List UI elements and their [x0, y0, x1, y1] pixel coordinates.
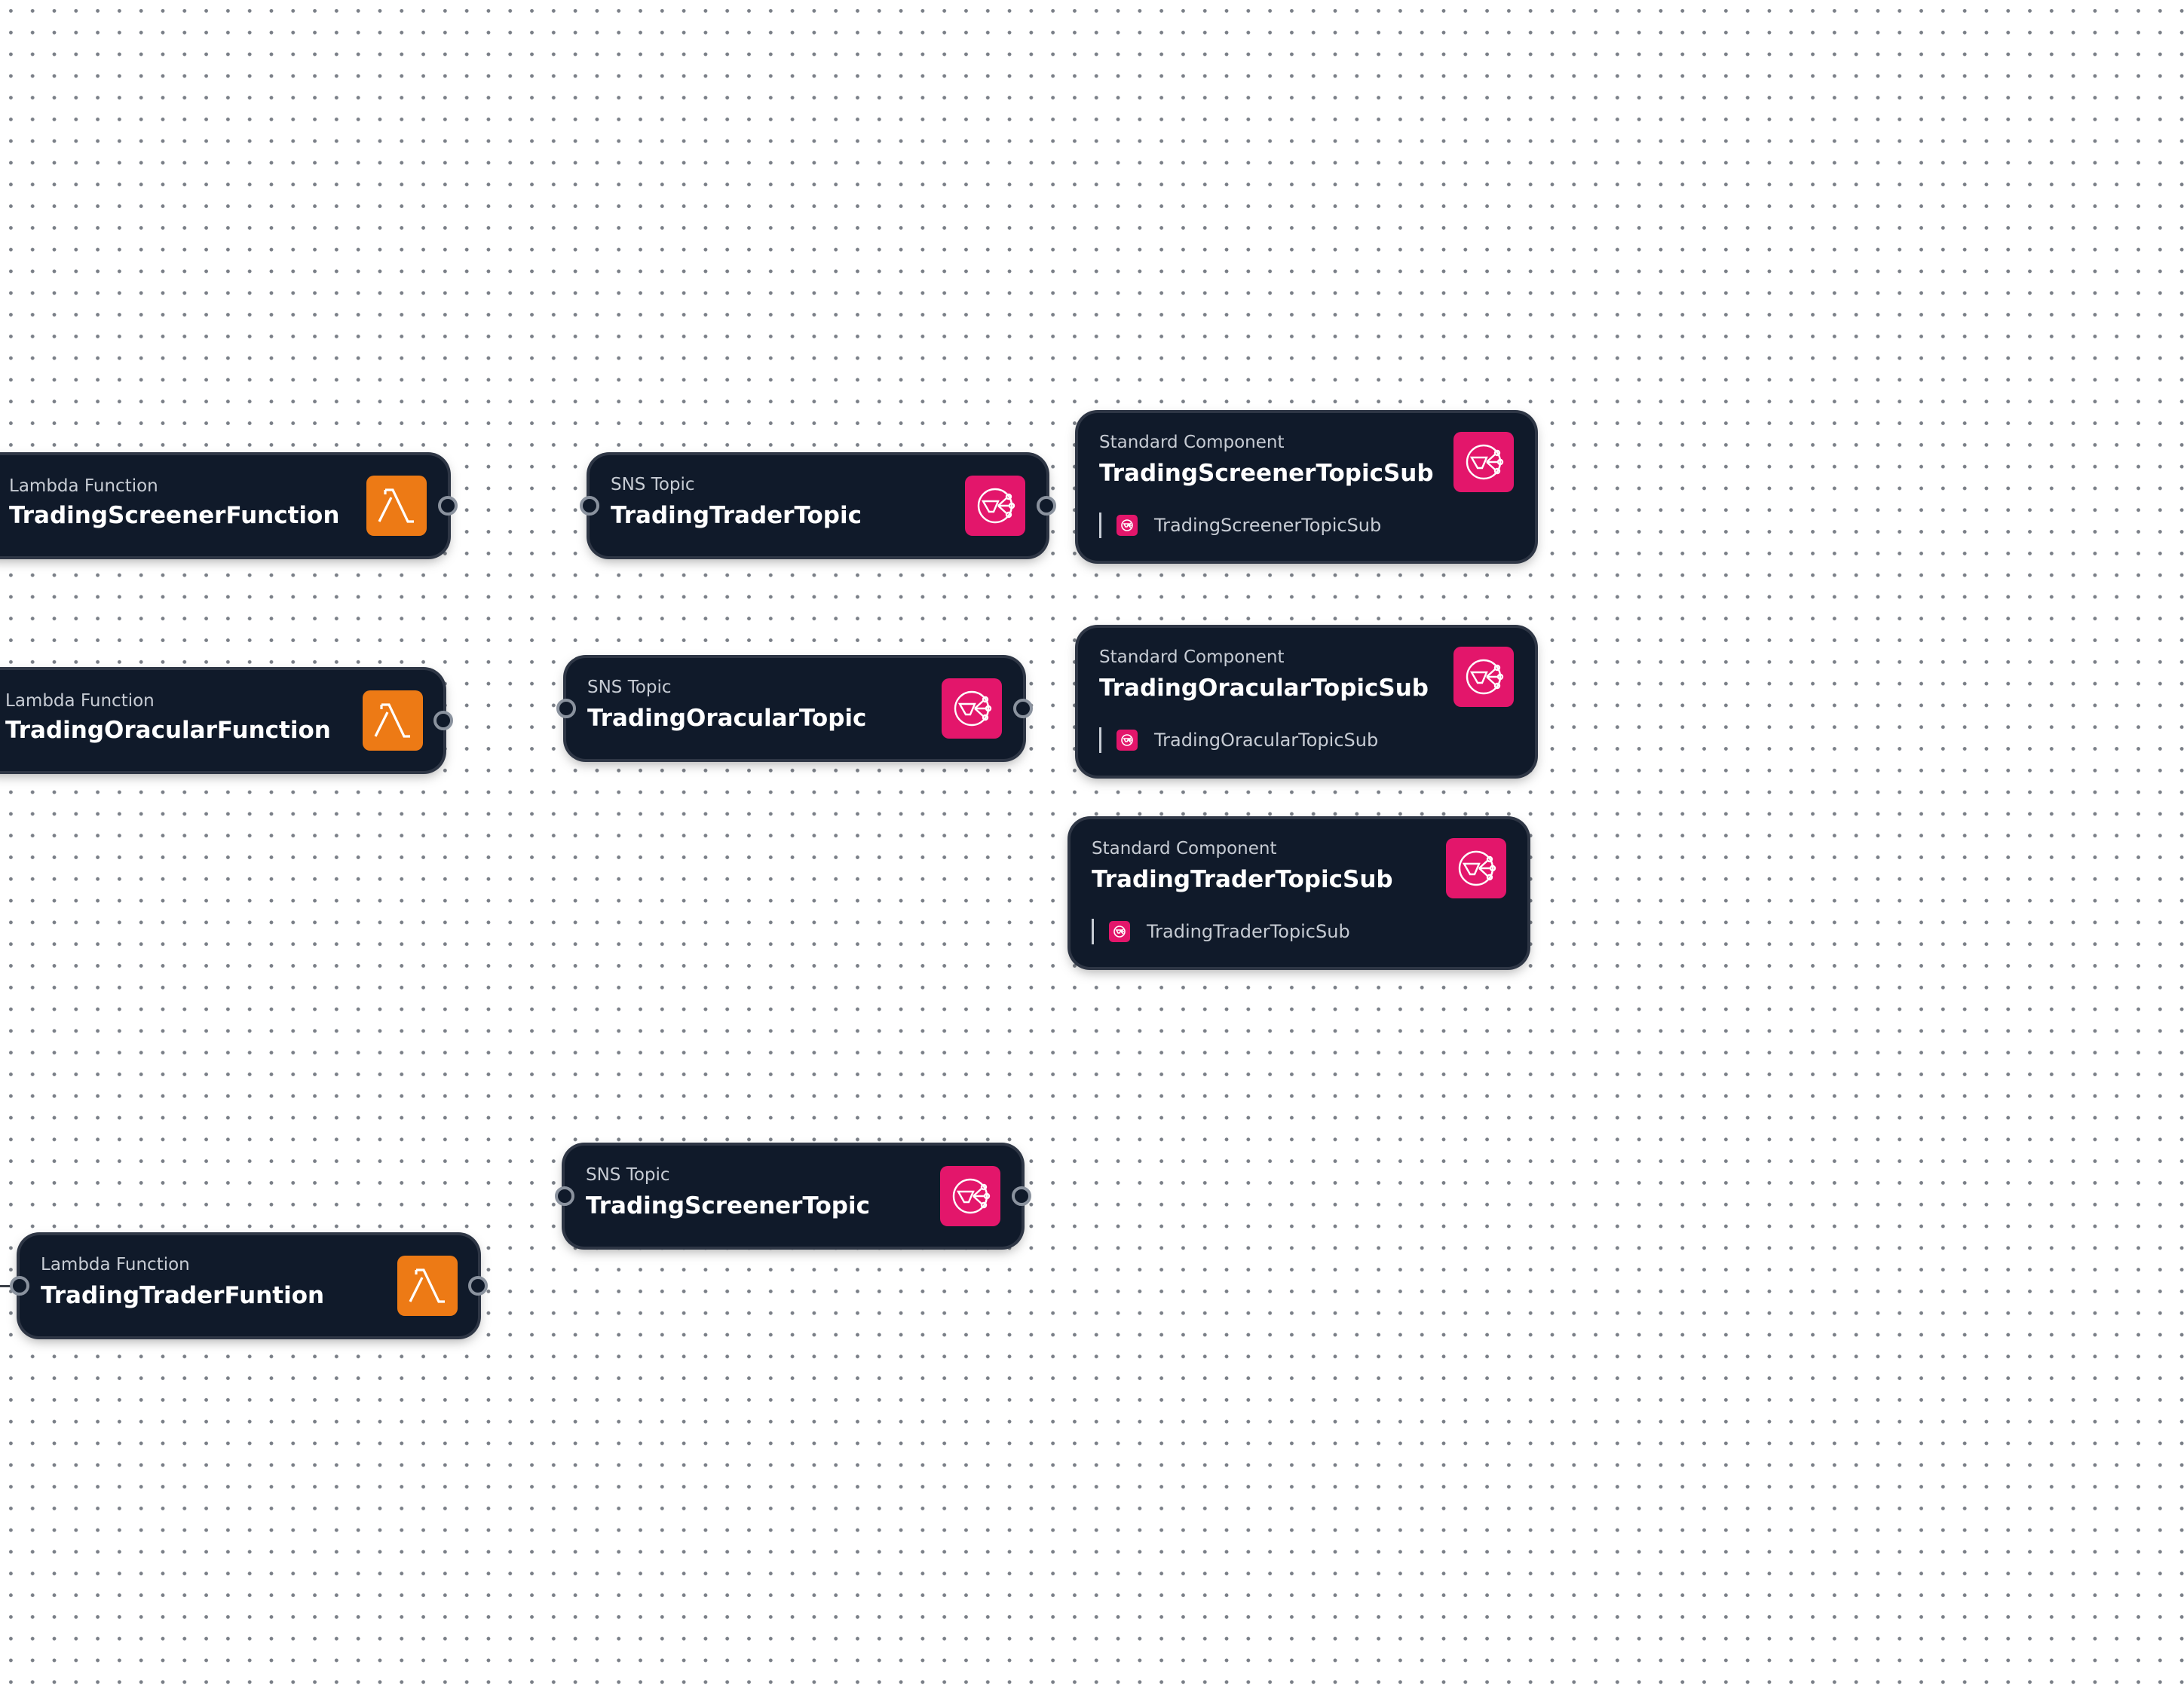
node-kind-label: Lambda Function — [41, 1255, 190, 1274]
sns-topic-icon — [965, 476, 1025, 536]
lambda-node-trading-trader-funtion[interactable]: Lambda Function TradingTraderFuntion — [10, 1235, 488, 1336]
sns-node-trading-screener-topic[interactable]: SNS Topic TradingScreenerTopic — [555, 1146, 1031, 1247]
sns-topic-icon — [1453, 432, 1514, 492]
node-kind-label: Lambda Function — [9, 476, 158, 496]
node-title: TradingOracularFunction — [5, 717, 331, 744]
node-kind-label: Standard Component — [1092, 839, 1277, 858]
component-node-trading-oracular-topic-sub[interactable]: Standard Component TradingOracularTopicS… — [1078, 628, 1535, 776]
output-port[interactable] — [1037, 496, 1056, 516]
sub-resource-row[interactable]: TradingScreenerTopicSub — [1099, 513, 1381, 538]
output-port[interactable] — [1013, 699, 1033, 718]
sub-resource-row[interactable]: TradingTraderTopicSub — [1092, 919, 1350, 944]
sub-resource-label: TradingScreenerTopicSub — [1154, 515, 1382, 536]
sns-topic-icon — [942, 678, 1002, 739]
sub-resource-label: TradingOracularTopicSub — [1154, 730, 1379, 751]
sns-topic-icon — [1453, 647, 1514, 707]
sub-resource-label: TradingTraderTopicSub — [1147, 921, 1350, 942]
node-kind-label: Standard Component — [1099, 647, 1285, 667]
lambda-icon — [397, 1256, 458, 1316]
node-title: TradingOracularTopic — [587, 705, 867, 732]
tree-connector — [1092, 919, 1094, 944]
input-port[interactable] — [555, 1186, 574, 1206]
node-title: TradingTraderTopic — [611, 502, 862, 529]
tree-connector — [1099, 727, 1101, 753]
node-kind-label: Standard Component — [1099, 433, 1285, 452]
input-port[interactable] — [580, 496, 599, 516]
output-port[interactable] — [468, 1276, 488, 1296]
lambda-node-trading-screener-function[interactable]: Lambda Function TradingScreenerFunction — [0, 455, 458, 556]
tree-connector — [1099, 513, 1101, 538]
node-title: TradingTraderTopicSub — [1092, 866, 1393, 893]
sub-resource-row[interactable]: TradingOracularTopicSub — [1099, 727, 1378, 753]
node-title: TradingScreenerFunction — [9, 502, 340, 529]
sns-subscription-icon — [1109, 921, 1130, 942]
output-port[interactable] — [1012, 1186, 1031, 1206]
input-port[interactable] — [556, 699, 576, 718]
connection-line — [0, 1285, 17, 1287]
sns-node-trading-oracular-topic[interactable]: SNS Topic TradingOracularTopic — [556, 658, 1033, 759]
sns-subscription-icon — [1117, 515, 1138, 536]
node-title: TradingScreenerTopicSub — [1099, 460, 1434, 487]
sns-node-trading-trader-topic[interactable]: SNS Topic TradingTraderTopic — [580, 455, 1056, 556]
lambda-icon — [366, 476, 427, 536]
sns-topic-icon — [940, 1166, 1000, 1226]
node-title: TradingOracularTopicSub — [1099, 675, 1429, 702]
sns-subscription-icon — [1117, 730, 1138, 751]
node-kind-label: Lambda Function — [5, 691, 155, 711]
sns-topic-icon — [1446, 838, 1506, 898]
lambda-node-trading-oracular-function[interactable]: Lambda Function TradingOracularFunction — [0, 670, 453, 771]
node-kind-label: SNS Topic — [586, 1165, 670, 1185]
output-port[interactable] — [438, 496, 458, 516]
node-kind-label: SNS Topic — [587, 678, 672, 697]
component-node-trading-trader-topic-sub[interactable]: Standard Component TradingTraderTopicSub… — [1071, 819, 1527, 967]
node-title: TradingScreenerTopic — [586, 1192, 870, 1219]
node-kind-label: SNS Topic — [611, 475, 695, 494]
input-port[interactable] — [10, 1276, 29, 1296]
lambda-icon — [363, 690, 423, 751]
component-node-trading-screener-topic-sub[interactable]: Standard Component TradingScreenerTopicS… — [1078, 413, 1535, 561]
node-title: TradingTraderFuntion — [41, 1282, 325, 1309]
output-port[interactable] — [433, 711, 453, 730]
